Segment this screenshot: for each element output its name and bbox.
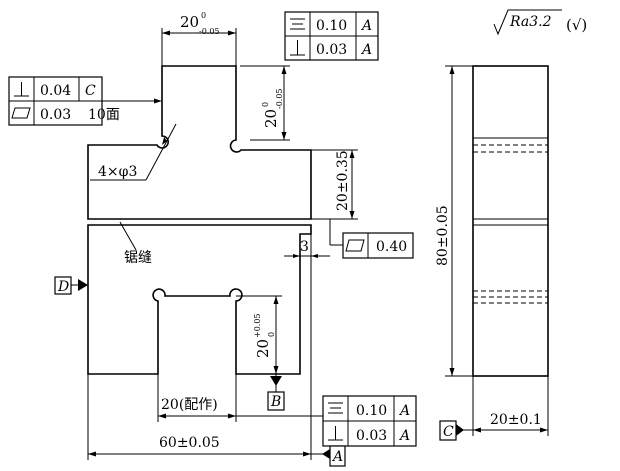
front-view	[87, 65, 312, 375]
fcf-left-datum-1: C	[85, 83, 96, 99]
fcf-top-right-value-2: 0.03	[316, 42, 347, 58]
fcf-top-right-datum-2: A	[360, 42, 372, 58]
dim-right-depth-text: 20±0.35	[335, 150, 351, 211]
roughness-ra: Ra3.2	[509, 14, 552, 30]
dim-height-text: 80±0.05	[435, 205, 451, 266]
datum-D: D	[54, 276, 88, 295]
saw-cut-callout: 锯缝	[119, 221, 152, 266]
dim-slot-width-text: 20(配作)	[161, 397, 218, 413]
fcf-bottom-right-value-2: 0.03	[356, 428, 387, 444]
lower-part-outline	[87, 224, 312, 375]
fcf-top-right-datum-1: A	[360, 18, 372, 34]
fcf-bottom-right: 0.10 A 0.03 A	[322, 395, 417, 447]
fcf-top-right-value-1: 0.10	[316, 18, 347, 34]
datum-C-label: C	[443, 424, 454, 440]
dim-slot-height-base: 20	[254, 339, 272, 358]
holes-callout: 4×φ3	[90, 123, 177, 181]
dim-top-vertical-upper: 0	[261, 102, 270, 107]
saw-cut-label: 锯缝	[124, 250, 152, 266]
dim-top-vertical-lower: -0.05	[275, 88, 284, 109]
datum-A: A	[310, 445, 346, 467]
dim-total-width: 60±0.05	[87, 262, 330, 460]
dim-side-width: 20±0.1	[456, 376, 549, 436]
dim-gap: 3	[284, 234, 330, 262]
dim-top-width-base: 20	[180, 13, 199, 31]
perpendicularity-icon	[290, 40, 305, 56]
datum-B-label: B	[270, 394, 281, 410]
dim-top-vertical-base: 20	[262, 109, 280, 128]
datum-D-label: D	[57, 279, 69, 295]
perpendicularity-icon	[328, 426, 343, 441]
datum-A-label: A	[331, 449, 343, 465]
fcf-left-value-1: 0.04	[40, 83, 71, 99]
holes-label: 4×φ3	[98, 164, 137, 180]
fcf-left-note: 10面	[88, 107, 120, 123]
fcf-bottom-right-value-1: 0.10	[356, 403, 387, 419]
dim-total-width-text: 60±0.05	[159, 435, 220, 451]
dim-top-width: 20 0 -0.05	[161, 11, 237, 66]
datum-C: C	[439, 420, 464, 441]
fcf-left-value-2: 0.03	[40, 107, 71, 123]
fcf-bottom-right-datum-1: A	[398, 403, 410, 419]
side-view	[472, 65, 549, 377]
flatness-icon	[345, 239, 365, 252]
dim-side-width-text: 20±0.1	[490, 412, 542, 428]
symmetry-icon	[328, 402, 343, 414]
flatness-icon	[11, 107, 31, 119]
dim-top-width-upper: 0	[201, 11, 206, 20]
dim-slot-height: 20 +0.05 0	[236, 295, 282, 374]
side-view-outline	[472, 65, 549, 377]
fcf-middle-right: 0.40	[311, 218, 414, 259]
dim-slot-height-lower: 0	[267, 332, 276, 337]
roughness-rest: (√)	[566, 16, 587, 34]
perpendicularity-icon	[14, 82, 29, 97]
fcf-top-right: 0.10 A 0.03 A	[284, 11, 379, 61]
roughness-symbol: Ra3.2 (√)	[493, 9, 587, 36]
fcf-bottom-right-datum-2: A	[398, 428, 410, 444]
dim-top-vertical: 20 0 -0.05	[240, 65, 290, 141]
datum-B: B	[267, 374, 285, 411]
dim-top-width-lower: -0.05	[199, 27, 220, 36]
dim-right-depth: 20±0.35	[311, 149, 358, 220]
roughness-check-icon	[493, 9, 562, 36]
dim-height: 80±0.05	[435, 65, 473, 377]
dim-slot-height-upper: +0.05	[253, 313, 262, 338]
symmetry-icon	[290, 18, 305, 30]
fcf-middle-right-value: 0.40	[376, 239, 407, 255]
dim-slot-width: 20(配作)	[157, 374, 330, 422]
fcf-left: 0.04 C 0.03 10面	[8, 76, 162, 126]
dim-gap-text: 3	[300, 239, 309, 255]
upper-part-outline	[87, 65, 312, 220]
